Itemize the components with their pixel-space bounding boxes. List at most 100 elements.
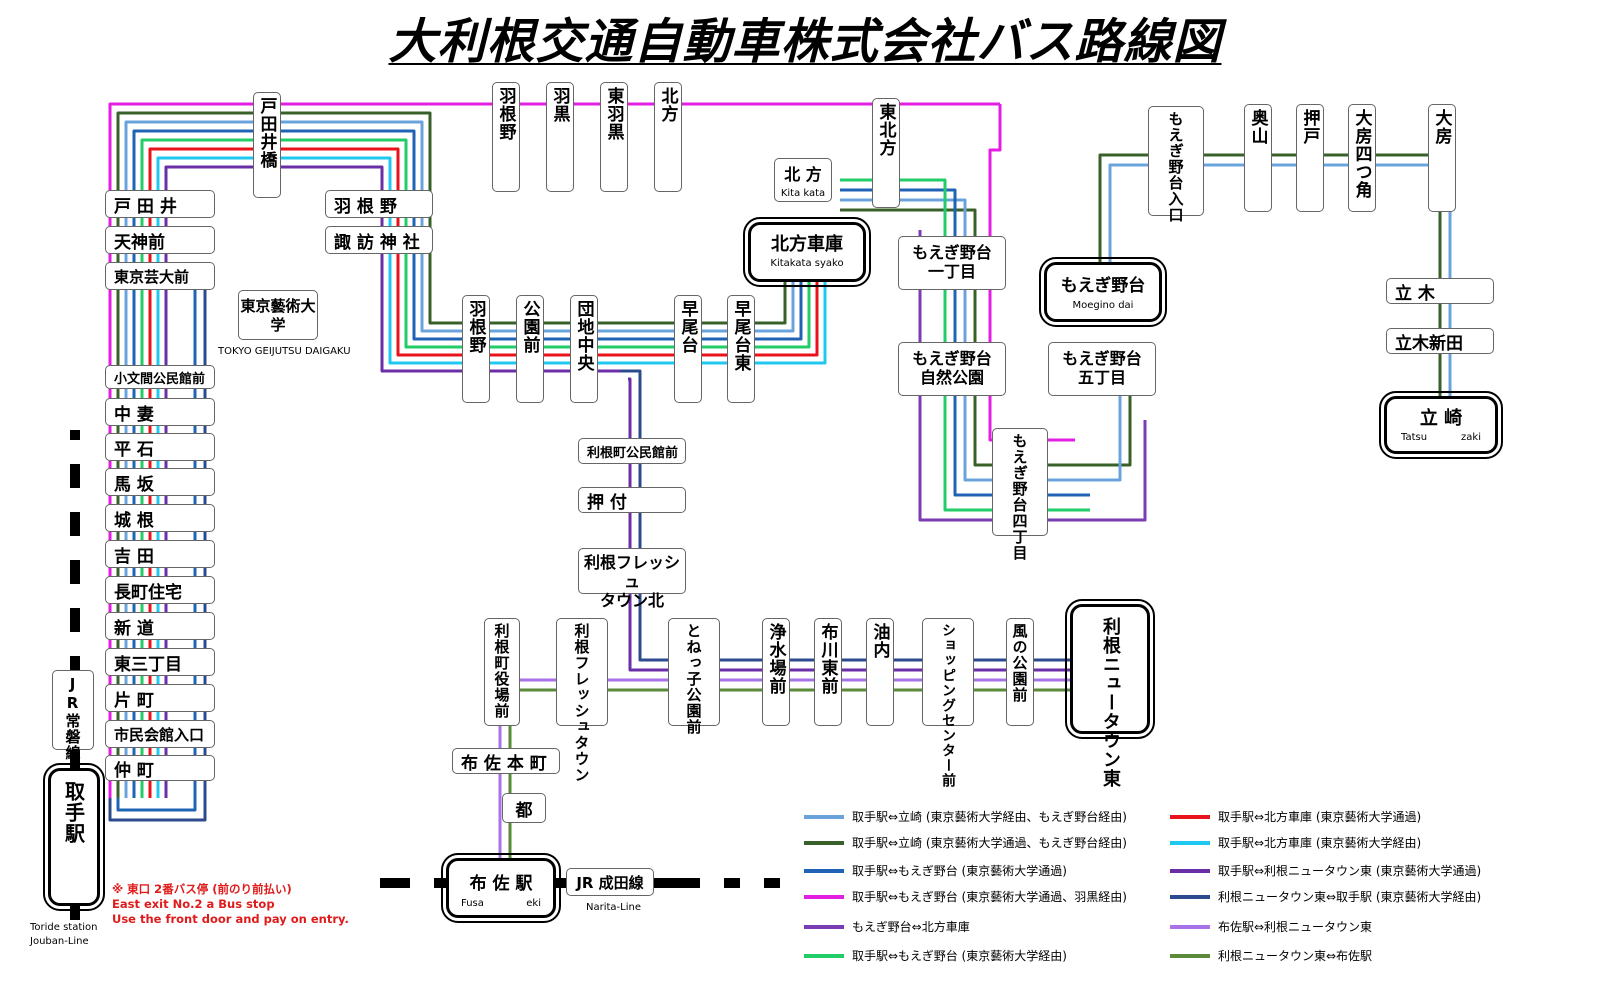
route-line-darkgreen	[116, 111, 620, 798]
stop-shirone[interactable]: 城 根	[105, 504, 215, 532]
legend-swatch	[804, 953, 844, 958]
legend-item: 取手駅⇔北方車庫 (東京藝術大学通過)	[1170, 808, 1421, 825]
jr-joban-label: JR常磐線	[52, 670, 94, 761]
legend-item: 取手駅⇔立崎 (東京藝術大学通過、もえぎ野台経由)	[804, 834, 1127, 851]
stop-higashi-haguro[interactable]: 東羽黒	[600, 82, 628, 192]
narita-english: Narita-Line	[586, 902, 641, 913]
terminal-moegino[interactable]: もえぎ野台 Moegino dai	[1039, 257, 1167, 327]
legend-swatch	[1170, 924, 1210, 929]
legend-swatch	[1170, 814, 1210, 819]
legend-swatch	[804, 894, 844, 899]
terminal-toride[interactable]: 取手駅	[43, 763, 105, 911]
stop-yoshida[interactable]: 吉 田	[105, 540, 215, 568]
stop-fresh-kita[interactable]: 利根フレッシュ タウン北	[578, 548, 686, 610]
stop-obo[interactable]: 大房	[1428, 104, 1456, 212]
legend-label: もえぎ野台⇔北方車庫	[852, 920, 970, 934]
stop-higashi-kitakata[interactable]: 東北方	[872, 98, 900, 208]
legend-label: 取手駅⇔もえぎ野台 (東京藝術大学通過)	[852, 864, 1067, 878]
legend-label: 取手駅⇔北方車庫 (東京藝術大学経由)	[1218, 836, 1422, 850]
stop-tenjinmae[interactable]: 天神前	[105, 226, 215, 254]
stop-oshitsuke[interactable]: 押 付	[578, 487, 686, 513]
terminal-fusa[interactable]: 布 佐 駅 Fusa eki	[441, 853, 561, 923]
stop-hiraishi[interactable]: 平 石	[105, 433, 215, 461]
legend-label: 利根ニュータウン東⇔布佐駅	[1218, 949, 1373, 963]
terminal-newtown[interactable]: 利根ニュータウン東	[1065, 599, 1155, 788]
page-title: 大利根交通自動車株式会社バス路線図	[388, 14, 1222, 70]
stop-haneno-mid[interactable]: 羽根野	[462, 295, 490, 403]
stop-katamachi[interactable]: 片 町	[105, 684, 215, 712]
stop-obo-yotsukado[interactable]: 大房四つ角	[1348, 104, 1376, 212]
stop-toneko[interactable]: とねっ子公園前	[668, 618, 720, 735]
legend-label: 取手駅⇔立崎 (東京藝術大学経由、もえぎ野台経由)	[852, 810, 1127, 824]
legend-label: 布佐駅⇔利根ニュータウン東	[1218, 920, 1373, 934]
toride-english: Toride station	[30, 922, 98, 933]
legend-label: 取手駅⇔立崎 (東京藝術大学通過、もえぎ野台経由)	[852, 836, 1127, 850]
stop-toda-ibashi[interactable]: 戸田井橋	[253, 92, 281, 198]
legend-item: 取手駅⇔もえぎ野台 (東京藝術大学通過)	[804, 862, 1067, 879]
stop-higashi3[interactable]: 東三丁目	[105, 648, 215, 676]
legend-swatch	[1170, 868, 1210, 873]
stop-shindo[interactable]: 新 道	[105, 612, 215, 640]
legend-swatch	[804, 840, 844, 845]
stop-kitakata[interactable]: 北 方 Kita kata	[774, 158, 832, 202]
legend-swatch	[1170, 840, 1210, 845]
legend-swatch	[804, 814, 844, 819]
stop-hayao-east[interactable]: 早尾台東	[727, 295, 755, 403]
terminal-tatsuzaki[interactable]: 立 崎 Tatsu zaki	[1379, 391, 1503, 459]
stop-tone-yakuba[interactable]: 利根町役場前	[484, 618, 520, 726]
stop-oshido[interactable]: 押戸	[1296, 104, 1324, 212]
stop-suwa[interactable]: 諏 訪 神 社	[325, 226, 433, 254]
legend-swatch	[1170, 894, 1210, 899]
legend-label: 利根ニュータウン東⇔取手駅 (東京藝術大学経由)	[1218, 890, 1482, 904]
stop-toda-i[interactable]: 戸 田 井	[105, 190, 215, 218]
stop-mazaka[interactable]: 馬 坂	[105, 468, 215, 496]
stop-hayao[interactable]: 早尾台	[674, 295, 702, 403]
stop-nakatsuma[interactable]: 中 妻	[105, 398, 215, 426]
legend-item: 利根ニュータウン東⇔取手駅 (東京藝術大学経由)	[1170, 888, 1481, 905]
legend-item: 取手駅⇔立崎 (東京藝術大学経由、もえぎ野台経由)	[804, 808, 1127, 825]
stop-haneno-top[interactable]: 羽 根 野	[325, 190, 433, 218]
legend-item: 取手駅⇔利根ニュータウン東 (東京藝術大学通過)	[1170, 862, 1481, 879]
stop-omonma[interactable]: 小文間公民館前	[105, 365, 215, 389]
stop-haguro[interactable]: 羽黒	[546, 82, 574, 192]
route-line-purple	[164, 165, 620, 798]
terminal-kitakata-depot[interactable]: 北方車庫 Kitakata syako	[743, 217, 871, 287]
stop-shimin[interactable]: 市民会館入口	[105, 720, 215, 748]
stop-todai[interactable]: 東京芸大前	[105, 262, 215, 290]
stop-josuijo[interactable]: 浄水場前	[762, 618, 790, 726]
jouban-english: Jouban-Line	[30, 936, 89, 947]
stop-tokyo-geidai-english: TOKYO GEIJUTSU DAIGAKU	[218, 346, 351, 357]
legend-label: 取手駅⇔もえぎ野台 (東京藝術大学通過、羽黒経由)	[852, 890, 1127, 904]
stop-moegino-park[interactable]: もえぎ野台 自然公園	[898, 342, 1006, 396]
legend-label: 取手駅⇔もえぎ野台 (東京藝術大学経由)	[852, 949, 1067, 963]
stop-haneno-upper[interactable]: 羽根野	[492, 82, 520, 192]
stop-nagamachi[interactable]: 長町住宅	[105, 576, 215, 604]
stop-tatsugi-shinden[interactable]: 立木新田	[1386, 328, 1494, 354]
stop-koenmae[interactable]: 公園前	[516, 295, 544, 403]
stop-kitakata-top[interactable]: 北方	[654, 82, 682, 192]
stop-tatsugi[interactable]: 立 木	[1386, 278, 1494, 304]
stop-fresh-town[interactable]: 利根フレッシュタウン	[556, 618, 608, 783]
stop-aburauchi[interactable]: 油内	[866, 618, 894, 726]
jr-narita-label: JR 成田線	[566, 868, 654, 896]
legend-label: 取手駅⇔北方車庫 (東京藝術大学通過)	[1218, 810, 1422, 824]
legend-item: 取手駅⇔もえぎ野台 (東京藝術大学経由)	[804, 947, 1067, 964]
stop-danchi[interactable]: 団地中央	[570, 295, 598, 403]
stop-moegino-4chome[interactable]: もえぎ野台四丁目	[992, 428, 1048, 561]
stop-kaze[interactable]: 風の公園前	[1006, 618, 1034, 726]
stop-fusa-honcho[interactable]: 布 佐 本 町	[452, 748, 560, 774]
legend-item: もえぎ野台⇔北方車庫	[804, 918, 970, 935]
stop-moegino-iriguchi[interactable]: もえぎ野台入口	[1148, 106, 1204, 223]
stop-oku[interactable]: 奥山	[1244, 104, 1272, 212]
stop-moegino-1chome[interactable]: もえぎ野台 一丁目	[898, 236, 1006, 290]
stop-nakacho[interactable]: 仲 町	[105, 755, 215, 781]
stop-fukawa[interactable]: 布川東前	[814, 618, 842, 726]
stop-tone-kominkan[interactable]: 利根町公民館前	[578, 438, 686, 464]
legend-swatch	[804, 868, 844, 873]
stop-tokyo-geidai[interactable]: 東京藝術大学	[238, 290, 318, 340]
stop-miyako[interactable]: 都	[502, 793, 546, 823]
bus-stop-note: ※ 東口 2番バス停 (前のり前払い) East exit No.2 a Bus…	[112, 882, 349, 926]
legend-item: 布佐駅⇔利根ニュータウン東	[1170, 918, 1372, 935]
stop-shopping[interactable]: ショッピングセンター前	[922, 618, 974, 788]
stop-moegino-5chome[interactable]: もえぎ野台 五丁目	[1048, 342, 1156, 396]
